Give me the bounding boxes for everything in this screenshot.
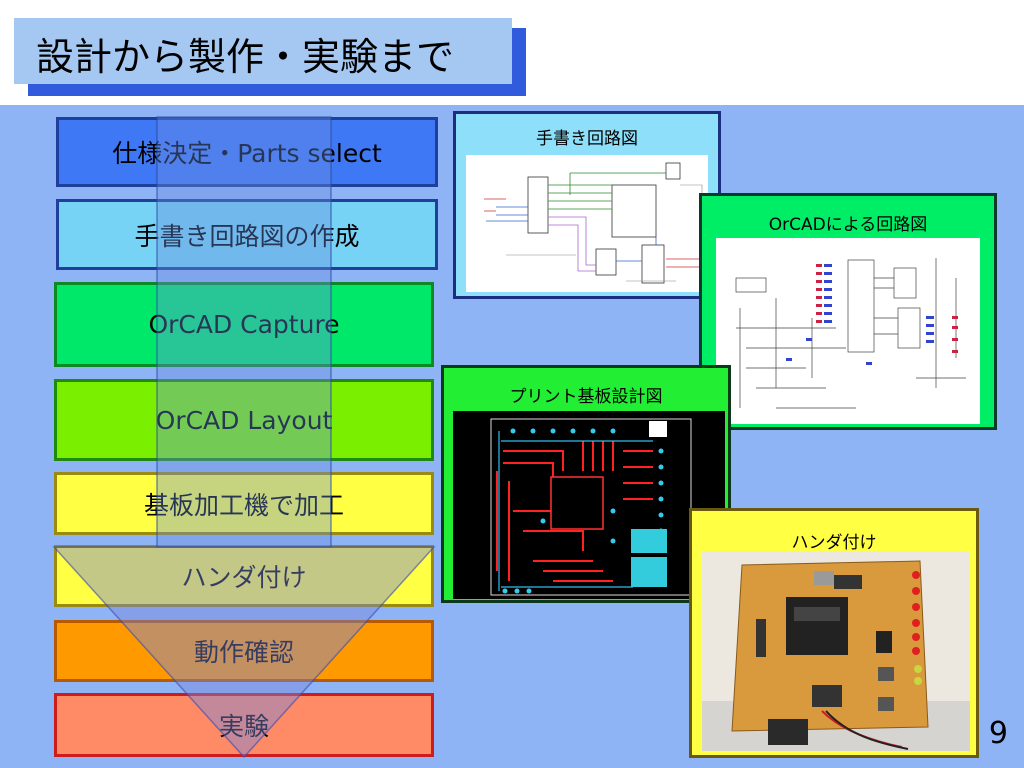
soldered-board-panel: ハンダ付け (689, 508, 979, 758)
step-label: 手書き回路図の作成 (134, 221, 360, 251)
slide-title: 設計から製作・実験まで (36, 35, 455, 79)
handwritten-schematic-panel: 手書き回路図 (453, 111, 721, 299)
step-label: OrCAD Capture (148, 310, 340, 339)
step-label: 実験 (218, 712, 269, 741)
step-soldering: ハンダ付け (54, 545, 434, 607)
orcad-schematic-image (716, 238, 980, 424)
soldered-board-photo (702, 551, 970, 751)
step-experiment: 実験 (54, 693, 434, 757)
step-label: 仕様決定・Parts select (112, 139, 382, 168)
pcb-layout-panel: プリント基板設計図 (441, 365, 731, 603)
pcb-layout-image (453, 411, 725, 599)
step-board-machining: 基板加工機で加工 (54, 472, 434, 535)
step-spec-parts-select: 仕様決定・Parts select (56, 117, 438, 187)
panel-caption: 手書き回路図 (536, 129, 638, 149)
step-orcad-capture: OrCAD Capture (54, 282, 434, 367)
page-number: 9 (988, 716, 1008, 751)
panel-caption: OrCADによる回路図 (768, 215, 928, 235)
step-handwritten-schematic: 手書き回路図の作成 (56, 199, 438, 270)
step-label: OrCAD Layout (155, 405, 333, 435)
step-label: ハンダ付け (181, 563, 307, 592)
panel-caption: ハンダ付け (791, 533, 877, 553)
step-orcad-layout: OrCAD Layout (54, 379, 434, 461)
step-label: 基板加工機で加工 (143, 490, 344, 520)
panel-caption: プリント基板設計図 (509, 387, 663, 407)
title-box: 設計から製作・実験まで (14, 18, 512, 84)
handwritten-schematic-image (466, 155, 708, 292)
step-label: 動作確認 (193, 638, 294, 667)
fpga-chip (786, 597, 848, 655)
step-operation-check: 動作確認 (54, 620, 434, 682)
orcad-schematic-panel: OrCADによる回路図 (699, 193, 997, 430)
